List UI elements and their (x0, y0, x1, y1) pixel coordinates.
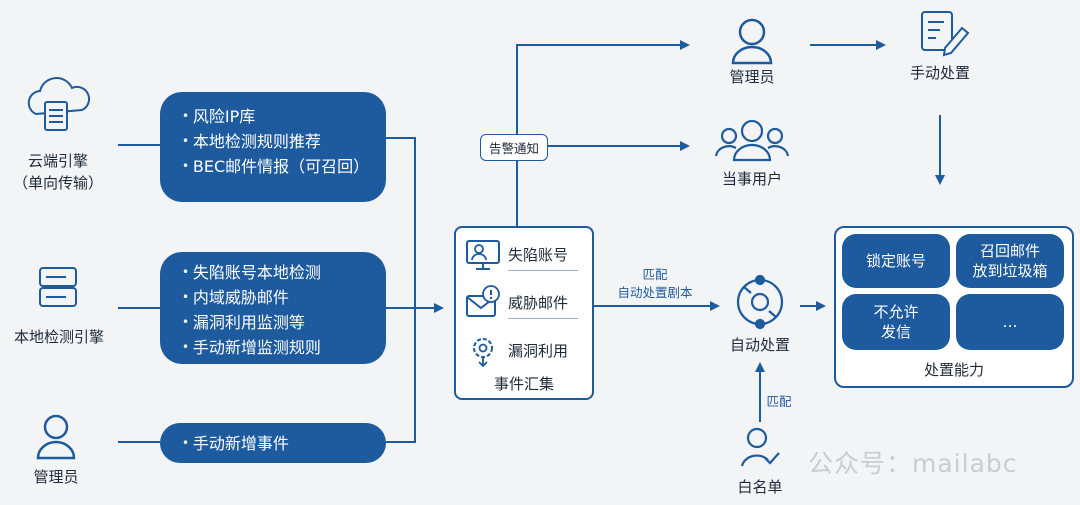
whitelist-label: 白名单 (737, 478, 783, 496)
mail-threat-icon (466, 285, 500, 317)
event-row: 失陷账号 (456, 234, 592, 274)
event-threat-mail: 威胁邮件 (508, 294, 569, 312)
server-rack-icon (39, 267, 77, 307)
admin-left-icon (36, 414, 76, 460)
user-label: 当事用户 (721, 170, 782, 188)
manual-edit-icon (921, 11, 970, 57)
pill-item: 失陷账号本地检测 (182, 260, 386, 285)
capability-lock-account: 锁定账号 (842, 234, 950, 288)
pill-item: 本地检测规则推荐 (182, 129, 386, 154)
manual-event-pill: 手动新增事件 (160, 423, 386, 463)
local-detect-pill: 失陷账号本地检测 内域威胁邮件 漏洞利用监测等 手动新增监测规则 (160, 252, 386, 364)
pill-item: 手动新增监测规则 (182, 335, 386, 360)
row-underline (508, 270, 578, 271)
admin-top-icon (731, 18, 773, 65)
event-exploit: 漏洞利用 (508, 342, 569, 360)
pill-item: 手动新增事件 (182, 431, 386, 456)
admin-top-label: 管理员 (729, 68, 775, 86)
cloud-intel-pill: 风险IP库 本地检测规则推荐 BEC邮件情报（可召回） (160, 92, 386, 202)
capability-more: … (956, 294, 1064, 350)
manual-handle-label: 手动处置 (909, 64, 970, 82)
capability-recall-mail: 召回邮件 放到垃圾箱 (956, 234, 1064, 288)
auto-handle-label: 自动处置 (729, 336, 790, 354)
event-row: 威胁邮件 (456, 282, 592, 322)
match-playbook-label: 匹配 自动处置剧本 (617, 267, 693, 300)
event-box-title: 事件汇集 (493, 375, 554, 393)
local-engine-label: 本地检测引擎 (13, 328, 104, 346)
capabilities-box: 锁定账号 召回邮件 放到垃圾箱 不允许 发信 … 处置能力 (834, 226, 1074, 388)
cloud-engine-label: 云端引擎 （单向传输） (12, 152, 103, 192)
cloud-server-icon (27, 77, 91, 131)
pill-item: 内域威胁邮件 (182, 285, 386, 310)
watermark: 公众号：mailabc (808, 449, 1018, 478)
capability-block-send: 不允许 发信 (842, 294, 950, 350)
capabilities-title: 处置能力 (923, 361, 984, 379)
pill-item: 漏洞利用监测等 (182, 310, 386, 335)
event-collection-box: 失陷账号 威胁邮件 漏洞利用 事件汇集 (454, 226, 594, 400)
admin-left-label: 管理员 (33, 468, 79, 486)
alert-notice-badge: 告警通知 (480, 134, 549, 161)
manual-merge-line (386, 308, 416, 443)
alert-trunk (516, 40, 690, 226)
pill-item: 风险IP库 (182, 104, 386, 129)
event-compromised-account: 失陷账号 (508, 246, 569, 264)
event-row: 漏洞利用 (456, 330, 592, 370)
whitelist-match-label: 匹配 (766, 394, 792, 409)
whitelist-user-icon (740, 427, 780, 467)
cloud-merge-line (386, 137, 416, 308)
user-group-icon (714, 119, 790, 162)
auto-handle-icon (736, 274, 784, 330)
monitor-user-icon (466, 240, 500, 270)
row-underline (508, 318, 578, 319)
gear-exploit-icon (473, 338, 493, 368)
pill-item: BEC邮件情报（可召回） (182, 154, 386, 179)
